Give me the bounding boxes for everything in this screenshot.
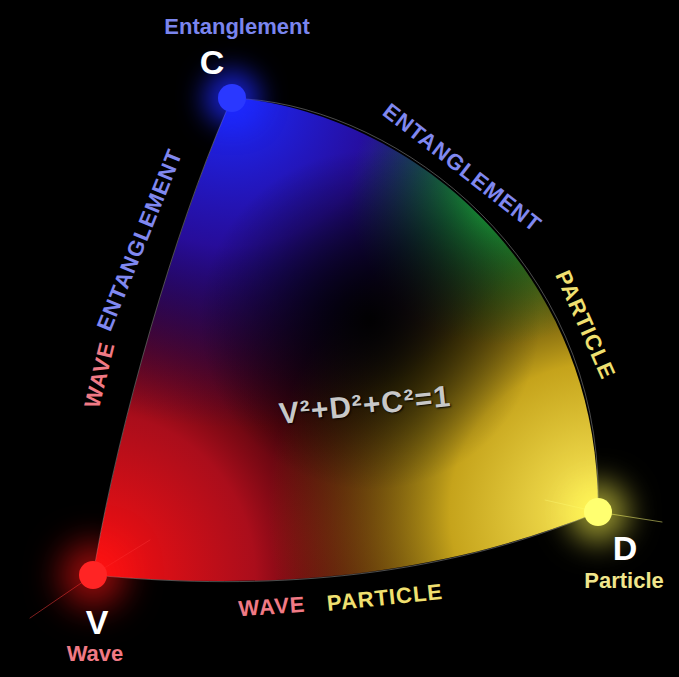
corner-dot: DParticle bbox=[584, 498, 612, 526]
corner-letter: V bbox=[86, 603, 109, 642]
light-rays bbox=[30, 500, 662, 618]
equation: V²+D²+C²=1 bbox=[277, 379, 452, 431]
corner-letter: C bbox=[200, 43, 225, 82]
triangle-side bbox=[246, 99, 598, 498]
edge-word: ENTANGLEMENT bbox=[92, 145, 189, 334]
corner-letter: D bbox=[613, 529, 638, 568]
edge-word: WAVE bbox=[79, 339, 120, 410]
edge-word: PARTICLE bbox=[326, 579, 444, 617]
edge-word: WAVE bbox=[238, 592, 307, 623]
corner-name: Entanglement bbox=[164, 14, 309, 40]
edge-word: PARTICLE bbox=[549, 267, 620, 384]
corner-dot: EntanglementC bbox=[218, 84, 246, 112]
corner-name: Particle bbox=[584, 568, 664, 594]
corner-dot: VWave bbox=[79, 561, 107, 589]
edge-word: ENTANGLEMENT bbox=[378, 98, 547, 238]
corner-name: Wave bbox=[67, 641, 124, 667]
triangle-side bbox=[107, 517, 585, 581]
